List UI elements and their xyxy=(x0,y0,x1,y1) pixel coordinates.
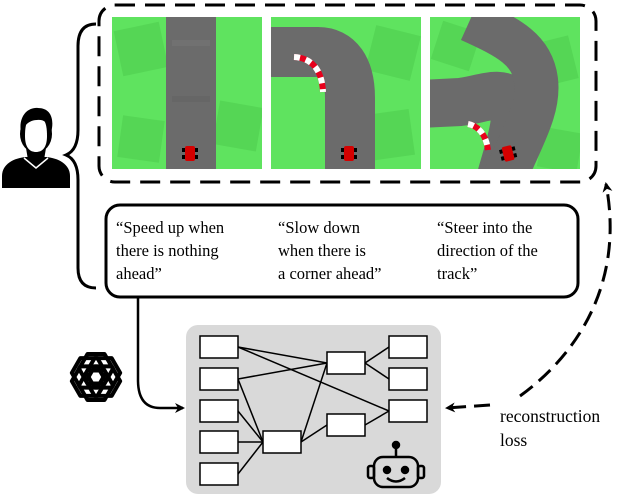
instructions-box xyxy=(104,203,580,299)
car-icon xyxy=(182,146,198,161)
scene-straight-road xyxy=(112,17,262,169)
car-icon xyxy=(341,146,357,161)
curb-marker-stripes xyxy=(467,121,491,151)
instruction-speed-up: “Speed up when there is nothing ahead” xyxy=(116,218,225,283)
input-node xyxy=(199,462,239,486)
openai-logo-icon xyxy=(69,352,123,402)
robot-icon xyxy=(366,440,426,489)
car-icon xyxy=(499,145,518,162)
loss-to-scenes-arrow xyxy=(519,182,613,398)
reconstruction-loss-label: reconstruction loss xyxy=(500,406,601,450)
network-edges xyxy=(237,346,390,475)
scene-corner-ahead xyxy=(271,17,421,169)
network-panel xyxy=(186,325,441,494)
network-nodes xyxy=(199,335,428,486)
loss-to-network-arrow xyxy=(445,402,491,413)
input-node xyxy=(199,399,239,423)
instruction-slow-down: “Slow down when there is a corner ahead” xyxy=(278,218,382,283)
output-node xyxy=(388,367,428,391)
input-node xyxy=(199,335,239,359)
hidden-node xyxy=(326,413,366,437)
output-node xyxy=(388,399,428,423)
hidden-node xyxy=(326,351,366,375)
scene-steer-into-track xyxy=(430,17,580,169)
hidden-node xyxy=(262,430,302,454)
input-node xyxy=(199,367,239,391)
human-icon xyxy=(2,107,70,188)
curly-brace xyxy=(62,22,97,290)
input-node xyxy=(199,430,239,454)
instruction-steer: “Steer into the direction of the track” xyxy=(437,218,538,283)
curb-marker-stripes xyxy=(293,54,326,93)
instructions-to-network-arrow xyxy=(136,297,185,413)
output-node xyxy=(388,335,428,359)
